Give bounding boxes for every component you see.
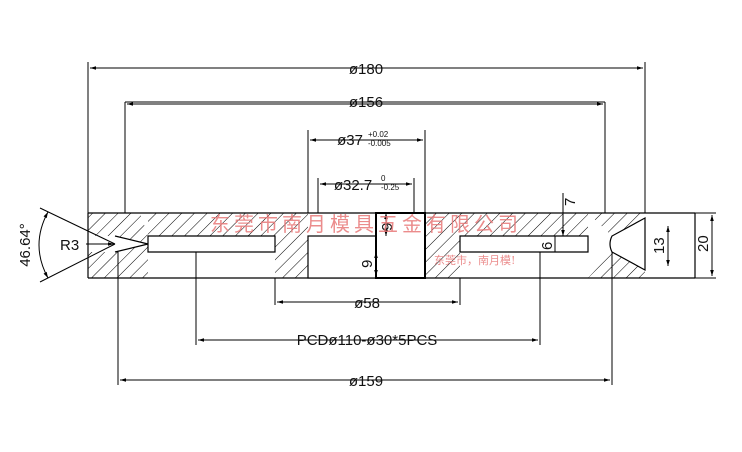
watermark: 东莞市南月模具五金有限公司 东莞市，南月模! — [210, 212, 522, 267]
label-height-13: 13 — [651, 237, 668, 254]
label-radius: R3 — [60, 237, 79, 254]
hub-hatch-topright — [460, 213, 588, 236]
label-depth-9-bottom: 9 — [359, 260, 376, 268]
label-d37-tol-lower: -0.005 — [368, 139, 391, 148]
hub-hatch-topleft — [148, 213, 275, 236]
watermark-sub: 东莞市，南月模! — [434, 253, 515, 267]
left-groove — [147, 235, 276, 253]
part-section — [87, 62, 696, 279]
label-angle: 46.64° — [17, 223, 34, 267]
center-bore-step — [375, 212, 426, 279]
left-flange-hatch — [88, 213, 148, 236]
right-v-groove — [609, 216, 646, 272]
label-d180: ø180 — [349, 61, 383, 78]
label-height-7: 7 — [562, 198, 579, 206]
label-height-6: 6 — [539, 242, 556, 250]
watermark-company: 东莞市南月模具五金有限公司 — [210, 212, 522, 236]
label-d58: ø58 — [354, 295, 380, 312]
label-depth-9-top: 9 — [379, 223, 396, 231]
dimension-lines — [38, 66, 716, 385]
label-d159: ø159 — [349, 373, 383, 390]
hub-hatch-left — [275, 213, 308, 278]
label-height-20: 20 — [695, 235, 712, 252]
label-d37: ø37 — [337, 132, 363, 149]
label-d32-7-tol-lower: -0.25 — [381, 183, 400, 192]
dimension-labels: ø180 ø156 ø37 +0.02 -0.005 ø32.7 0 -0.25… — [17, 61, 712, 390]
label-d156: ø156 — [349, 94, 383, 111]
label-d32-7-tol-upper: 0 — [381, 174, 386, 183]
label-d37-tol-upper: +0.02 — [368, 130, 389, 139]
right-groove — [459, 235, 589, 253]
left-v-groove — [114, 235, 149, 253]
hub-hatch-right — [425, 213, 460, 278]
label-pcd: PCDø110-ø30*5PCS — [297, 332, 438, 349]
label-d32-7: ø32.7 — [334, 177, 372, 194]
